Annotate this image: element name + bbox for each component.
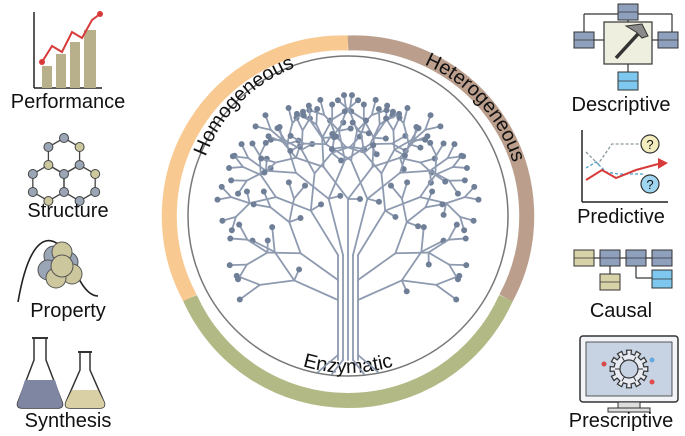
left-label-structure: Structure	[27, 200, 109, 222]
ring-label-heterogeneous-text: Heterogeneous	[422, 49, 529, 165]
category-ring	[161, 35, 535, 408]
left-label-performance: Performance	[10, 91, 126, 113]
svg-text:?: ?	[646, 137, 653, 152]
hexagonal-lattice-icon	[27, 133, 101, 206]
ring-label-heterogeneous: Heterogeneous	[422, 49, 529, 165]
right-label-prescriptive: Prescriptive	[568, 410, 674, 432]
inner-ring-circle	[187, 55, 509, 377]
circuit-tree-icon	[214, 92, 482, 375]
atom-cluster-curve-icon	[17, 239, 99, 303]
ring-segment-heterogeneous	[347, 35, 535, 302]
ring-segment-homogeneous	[161, 35, 349, 302]
causal-blocks-icon	[573, 249, 673, 291]
left-label-synthesis: Synthesis	[24, 410, 112, 432]
right-label-predictive: Predictive	[577, 206, 665, 228]
hammer-blocks-icon	[573, 3, 679, 91]
ring-segment-enzymatic	[183, 294, 513, 408]
lab-flasks-icon	[16, 337, 106, 409]
left-label-property: Property	[30, 300, 106, 322]
monitor-gear-icon	[579, 335, 679, 413]
question-trend-icon: ? ?	[581, 130, 668, 203]
bar-chart-trend-icon	[33, 11, 103, 89]
svg-text:?: ?	[646, 177, 653, 192]
right-label-descriptive: Descriptive	[571, 94, 671, 116]
right-label-causal: Causal	[589, 300, 653, 322]
